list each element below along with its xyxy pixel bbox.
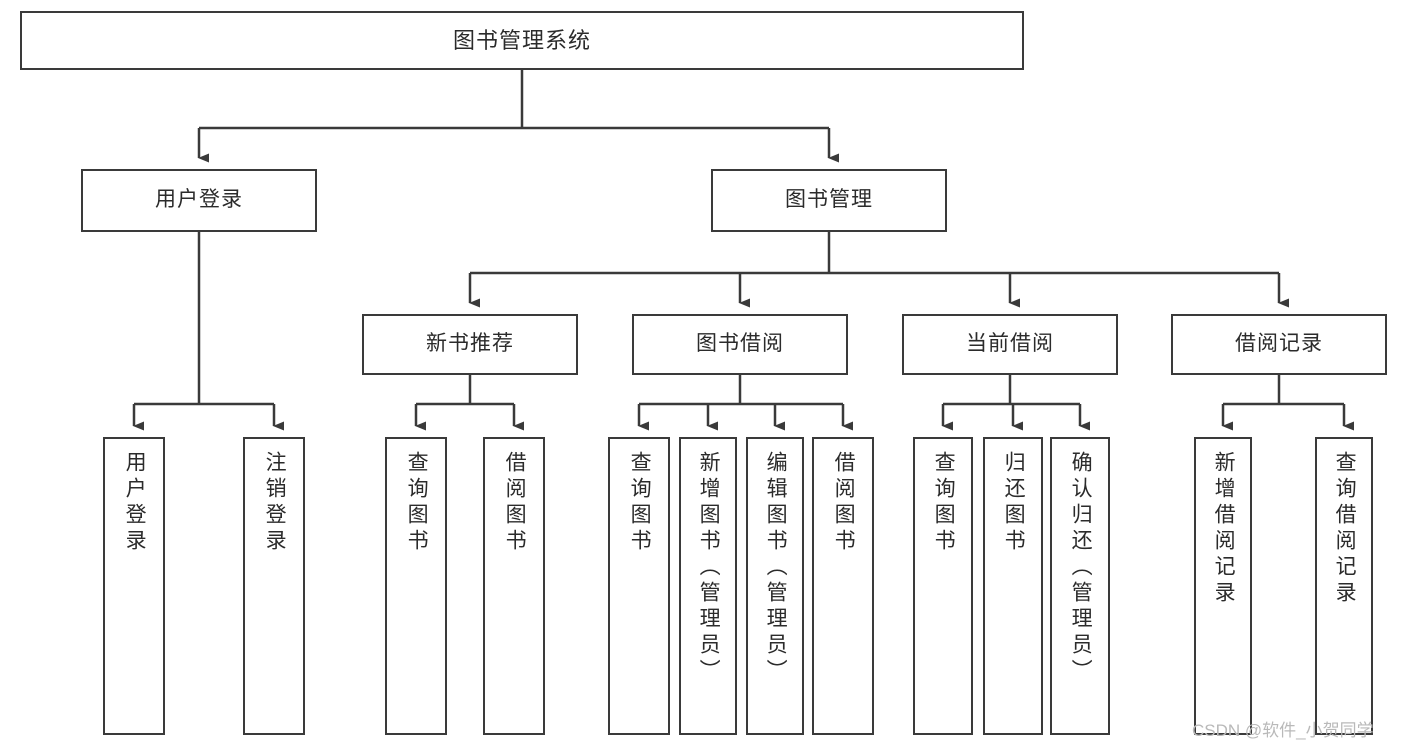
node-label-borrow-record: 借阅记录 (1235, 332, 1323, 356)
node-leaf-logout[interactable]: 注销登录 (243, 437, 305, 735)
connector-bus-borrow-record (1223, 375, 1344, 406)
node-label-leaf-login: 用户登录 (123, 451, 147, 555)
node-leaf-login[interactable]: 用户登录 (103, 437, 165, 735)
node-leaf-borrow-1[interactable]: 借阅图书 (483, 437, 545, 735)
connector-bus-root (199, 70, 829, 130)
node-label-leaf-query-rec: 查询借阅记录 (1333, 451, 1357, 607)
node-leaf-add-book[interactable]: 新增图书（管理员） (679, 437, 737, 735)
node-label-new-book-rec: 新书推荐 (426, 332, 514, 356)
node-leaf-return[interactable]: 归还图书 (983, 437, 1043, 735)
node-label-leaf-add-book: 新增图书（管理员） (697, 451, 721, 685)
node-leaf-edit-book[interactable]: 编辑图书（管理员） (746, 437, 804, 735)
node-label-leaf-query-3: 查询图书 (932, 451, 956, 555)
node-label-current-borrow: 当前借阅 (966, 332, 1054, 356)
node-leaf-query-rec[interactable]: 查询借阅记录 (1315, 437, 1373, 735)
node-root[interactable]: 图书管理系统 (20, 11, 1024, 70)
connector-bus-user-login (134, 232, 274, 406)
node-book-borrow[interactable]: 图书借阅 (632, 314, 848, 375)
node-leaf-confirm[interactable]: 确认归还（管理员） (1050, 437, 1110, 735)
node-label-book-manage: 图书管理 (785, 188, 873, 212)
node-label-leaf-confirm: 确认归还（管理员） (1069, 451, 1093, 685)
node-label-leaf-query-1: 查询图书 (405, 451, 429, 555)
node-new-book-rec[interactable]: 新书推荐 (362, 314, 578, 375)
node-book-manage[interactable]: 图书管理 (711, 169, 947, 232)
connector-bus-book-manage (470, 232, 1279, 275)
node-borrow-record[interactable]: 借阅记录 (1171, 314, 1387, 375)
node-label-leaf-borrow-1: 借阅图书 (503, 451, 527, 555)
connector-bus-book-borrow (639, 375, 843, 406)
node-label-leaf-return: 归还图书 (1002, 451, 1026, 555)
node-leaf-query-2[interactable]: 查询图书 (608, 437, 670, 735)
node-label-leaf-borrow-2: 借阅图书 (832, 451, 856, 555)
node-current-borrow[interactable]: 当前借阅 (902, 314, 1118, 375)
node-label-leaf-logout: 注销登录 (263, 451, 287, 555)
node-label-leaf-edit-book: 编辑图书（管理员） (764, 451, 788, 685)
watermark-text: CSDN @软件_小贺同学 (1192, 721, 1374, 740)
node-leaf-borrow-2[interactable]: 借阅图书 (812, 437, 874, 735)
connector-bus-current-borrow (943, 375, 1080, 406)
node-leaf-add-rec[interactable]: 新增借阅记录 (1194, 437, 1252, 735)
node-label-user-login: 用户登录 (155, 188, 243, 212)
node-label-book-borrow: 图书借阅 (696, 332, 784, 356)
node-label-leaf-add-rec: 新增借阅记录 (1212, 451, 1236, 607)
node-label-root: 图书管理系统 (452, 27, 591, 53)
edge-layer (132, 70, 1354, 431)
connector-bus-new-book-rec (416, 375, 514, 406)
node-user-login[interactable]: 用户登录 (81, 169, 317, 232)
node-leaf-query-1[interactable]: 查询图书 (385, 437, 447, 735)
node-label-leaf-query-2: 查询图书 (628, 451, 652, 555)
node-leaf-query-3[interactable]: 查询图书 (913, 437, 973, 735)
